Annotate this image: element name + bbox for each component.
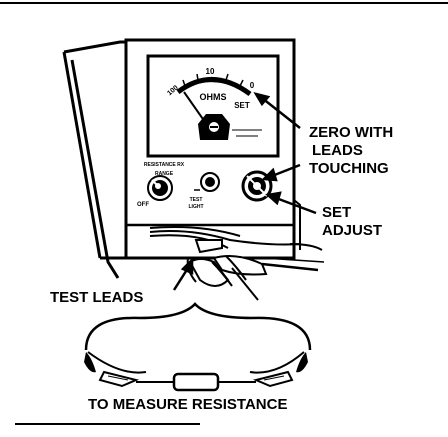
- brace: [84, 302, 312, 351]
- zero-label-line2: LEADS: [312, 142, 363, 159]
- resistor: [172, 372, 220, 392]
- test-leads-callout-arrow: [172, 256, 194, 291]
- meter-window: 10 100 0 OHMS SET: [146, 54, 280, 158]
- to-measure-resistance-label: TO MEASURE RESISTANCE: [88, 396, 287, 413]
- set-mark-label: SET: [234, 101, 250, 110]
- hand-outline: [211, 255, 247, 287]
- selector-sub-label: RANGE: [155, 171, 174, 177]
- zero-adjust-screw: [198, 114, 230, 140]
- left-alligator-clip: [84, 352, 140, 388]
- test-probes: [186, 239, 325, 301]
- zero-callout-arrow: [253, 92, 301, 129]
- test-light-label-top: TEST: [190, 197, 203, 203]
- selector-label: RESISTANCE RX: [144, 162, 185, 168]
- set-label: SET: [322, 204, 351, 221]
- cabinet: [62, 40, 128, 279]
- right-alligator-clip: [252, 352, 308, 388]
- test-light-label-bottom: LIGHT: [189, 204, 204, 210]
- ohms-unit-label: OHMS: [200, 92, 227, 102]
- zero-label-line1: ZERO WITH: [309, 124, 393, 141]
- scale-label-right: 0: [250, 81, 255, 90]
- set-adjust-callout-arrow: [265, 191, 317, 215]
- resistance-circuit: [84, 351, 308, 392]
- test-light: [194, 172, 220, 192]
- range-selector-knob[interactable]: [147, 175, 173, 201]
- zero-with-leads-touching-label: ZERO WITH LEADS TOUCHING: [309, 124, 393, 177]
- adjust-label: ADJUST: [322, 222, 382, 239]
- zero-label-line3: TOUCHING: [309, 160, 389, 177]
- touching-callout-arrow: [261, 163, 301, 182]
- ohms-scale-arc: [176, 77, 252, 97]
- off-label: OFF: [137, 202, 149, 208]
- scale-label-top: 10: [206, 67, 215, 76]
- test-leads-label: TEST LEADS: [50, 289, 143, 306]
